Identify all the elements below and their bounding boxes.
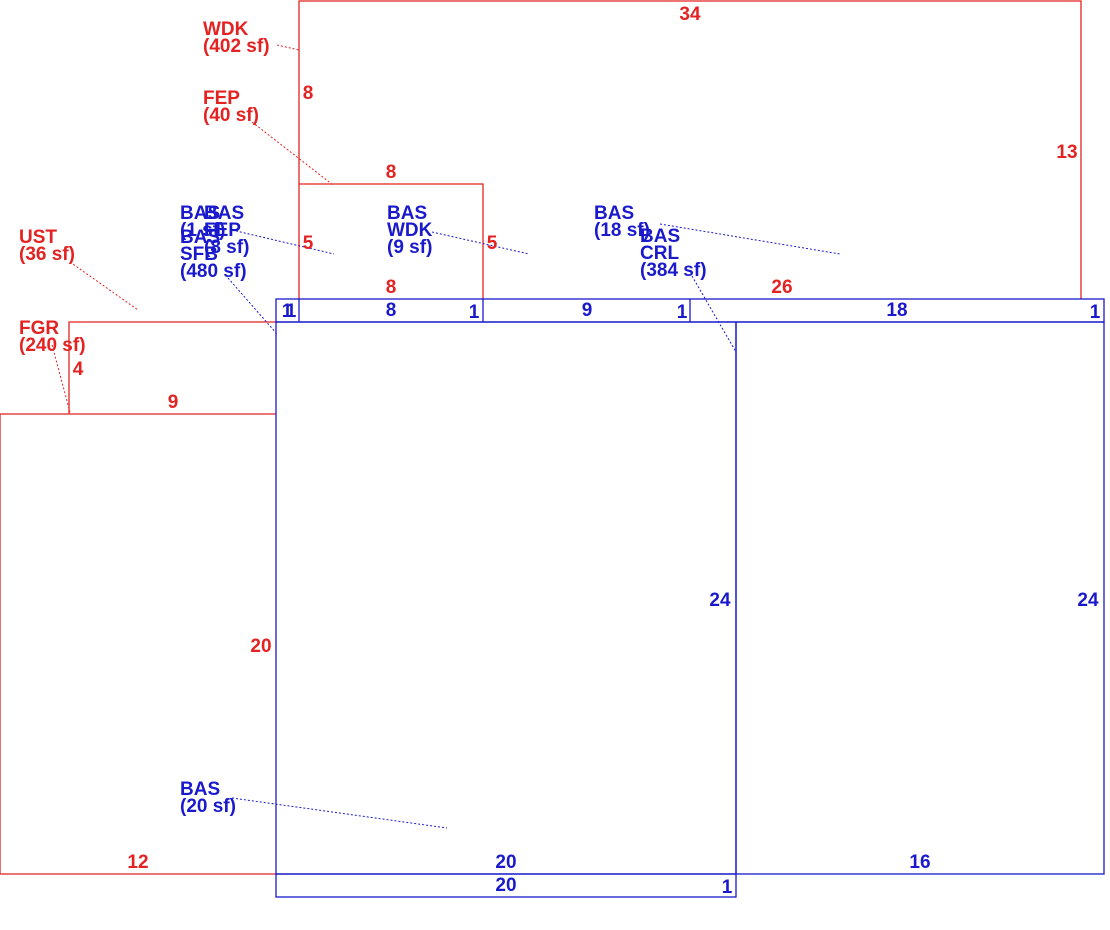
dim-wdk-right: 13 [1056, 142, 1077, 163]
bas-wdk-leader-line [431, 231, 530, 255]
bas-fep-label: BAS FEP (8 sf) [204, 203, 249, 258]
dim-fgr-right: 20 [250, 636, 271, 657]
fep-leader-line [251, 121, 334, 186]
dim-bottom-strip-1: 1 [722, 877, 733, 898]
dim-wdk-top: 34 [679, 4, 701, 25]
dim-fep-bottom: 8 [386, 277, 397, 298]
bas-20-leader-line [231, 797, 448, 829]
dim-strip-1c: 1 [469, 302, 480, 323]
ust-label: UST (36 sf) [19, 227, 75, 265]
bas-sfb-leader-line [227, 277, 278, 335]
bas-sfb-label: BAS SFB (480 sf) [180, 227, 247, 282]
wdk-label: WDK (402 sf) [203, 19, 270, 57]
bas-1sf-label: BAS (1 sf) [180, 203, 225, 241]
dim-fep-left: 5 [303, 233, 314, 254]
dim-strip-1e: 1 [1090, 302, 1101, 323]
dim-ust-bottom: 9 [168, 392, 179, 413]
sfb-room-outline [275, 321, 737, 875]
dim-strip-8: 8 [386, 300, 397, 321]
bas-crl-label: BAS CRL (384 sf) [640, 226, 707, 281]
fgr-outline [0, 413, 276, 875]
bas-20sf-label: BAS (20 sf) [180, 779, 236, 817]
bas-18sf-label: BAS (18 sf) [594, 203, 650, 241]
dim-crl-bottom: 16 [909, 852, 930, 873]
fgr-label: FGR (240 sf) [19, 318, 86, 356]
ust-leader-line [69, 261, 139, 311]
dim-bottom-strip-20: 20 [495, 875, 516, 896]
dim-sfb-bottom: 20 [495, 852, 516, 873]
dim-strip-18: 18 [886, 300, 907, 321]
dim-wdk-bottom: 26 [771, 277, 792, 298]
dim-strip-a: 1 [282, 301, 293, 322]
dim-strip-9: 9 [582, 300, 593, 321]
dim-crl-right: 24 [1077, 590, 1099, 611]
wdk-outline [298, 0, 1082, 299]
bas-wdk-label: BAS WDK (9 sf) [387, 203, 438, 258]
bas-fep-leader-line [231, 229, 335, 255]
dim-fgr-bottom: 12 [127, 852, 148, 873]
bas-18-leader-line [659, 223, 841, 255]
dim-strip-1d: 1 [677, 302, 688, 323]
fep-label: FEP (40 sf) [203, 88, 259, 126]
fep-outline [299, 183, 484, 299]
bas-crl-leader-line [691, 275, 737, 353]
bottom-strip [275, 873, 737, 898]
dim-fep-right: 5 [487, 233, 498, 254]
dim-strip-b: 1 [286, 301, 297, 322]
fgr-leader-line [51, 344, 71, 413]
wdk-leader-line [276, 44, 300, 51]
dim-sfb-right: 24 [709, 590, 731, 611]
dim-wdk-left: 8 [303, 83, 314, 104]
dim-fep-top: 8 [386, 162, 397, 183]
dim-ust-side: 4 [73, 359, 84, 380]
crl-room-outline [735, 321, 1105, 875]
ust-outline [68, 321, 276, 414]
